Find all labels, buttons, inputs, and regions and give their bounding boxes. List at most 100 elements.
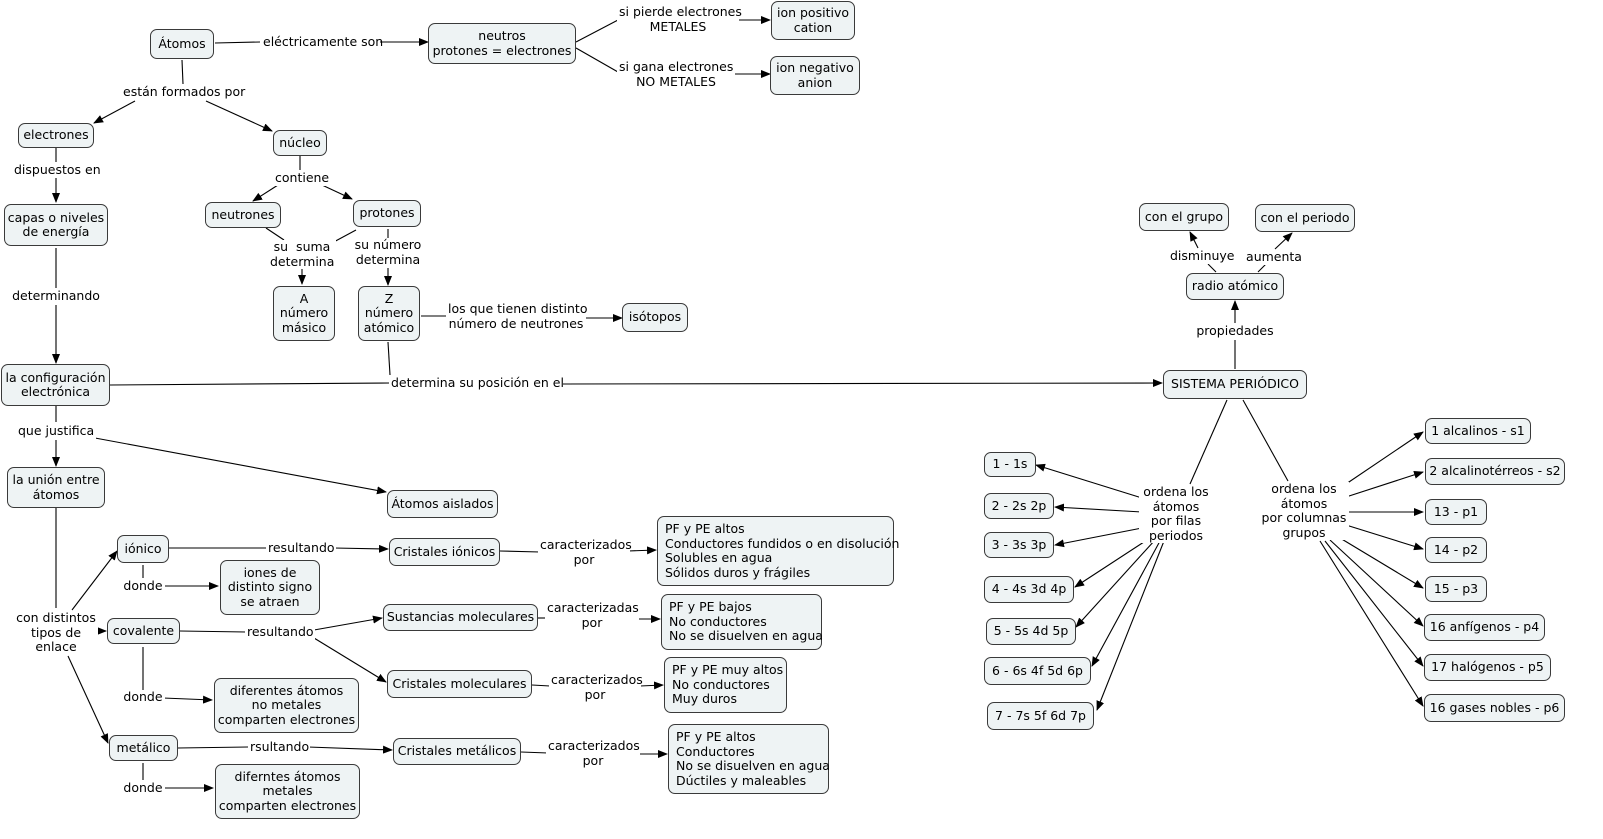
label-disminuye: disminuye [1168, 248, 1235, 264]
edge-filas-p1 [1035, 463, 1143, 499]
node-cristales-ionicos[interactable]: Cristales iónicos [389, 538, 500, 566]
node-z-atomico[interactable]: Z número atómico [358, 286, 420, 341]
edge-resultando-cristalesion [333, 544, 389, 553]
node-configuracion[interactable]: la configuración electrónica [1, 364, 110, 406]
node-grupo-15[interactable]: 15 - p3 [1425, 576, 1487, 602]
label-donde-met: donde [121, 780, 165, 796]
edge-radio-disminuye [1207, 263, 1217, 273]
edge-aumenta-periodo [1274, 232, 1293, 250]
edge-cristalesion-caract [499, 550, 541, 553]
node-ion-positivo[interactable]: ion positivo cation [771, 1, 855, 40]
label-resultando-cov: resultando [245, 624, 315, 640]
node-con-periodo[interactable]: con el periodo [1255, 204, 1355, 232]
node-protones[interactable]: protones [353, 200, 421, 227]
edge-tipos-metalico [67, 655, 109, 744]
edge-neutros-pierde [575, 19, 619, 43]
edge-columnas-g1 [1345, 431, 1424, 485]
edge-justifica-aislados [94, 437, 387, 495]
node-pf-sustancias[interactable]: PF y PE bajos No conductores No se disue… [661, 594, 823, 650]
label-propiedades: propiedades [1194, 323, 1276, 339]
edge-neutrones-suma [265, 227, 285, 241]
node-iones-signo[interactable]: iones de distinto signo se atraen [220, 560, 320, 615]
label-dispuestos: dispuestos en [12, 162, 101, 178]
node-diferentes-covalente[interactable]: diferentes átomos no metales comparten e… [214, 678, 359, 733]
edge-formados-electrones [93, 100, 136, 124]
label-donde-ionico: donde [121, 578, 165, 594]
node-con-grupo[interactable]: con el grupo [1139, 203, 1229, 231]
node-isotopos[interactable]: isótopos [622, 303, 688, 332]
edge-atomos-electricamente [214, 41, 261, 44]
node-sistema[interactable]: SISTEMA PERIÓDICO [1163, 370, 1307, 399]
node-periodo-2[interactable]: 2 - 2s 2p [984, 493, 1054, 519]
node-grupo-18[interactable]: 16 gases nobles - p6 [1424, 694, 1565, 722]
node-electrones[interactable]: electrones [18, 123, 94, 148]
node-periodo-3[interactable]: 3 - 3s 3p [984, 532, 1054, 558]
node-union[interactable]: la unión entre átomos [7, 467, 105, 508]
node-aislados[interactable]: Átomos aislados [387, 490, 498, 518]
edge-radio-aumenta [1257, 263, 1267, 273]
edge-caract-pfionicos [627, 546, 657, 555]
edge-determina-sistema [562, 379, 1163, 388]
node-grupo-14[interactable]: 14 - p2 [1425, 537, 1487, 563]
node-periodo-4[interactable]: 4 - 4s 3d 4p [984, 576, 1074, 603]
edge-donde-diferentes [162, 695, 213, 704]
label-caract-sustancias: caracterizadas por [545, 600, 639, 630]
label-su-numero: su número determina [352, 237, 424, 267]
edge-filas-p2 [1054, 503, 1143, 513]
label-contiene: contiene [273, 170, 330, 186]
node-neutros[interactable]: neutros protones = electrones [428, 23, 576, 64]
edge-columnas-g18 [1319, 540, 1424, 707]
node-grupo-13[interactable]: 13 - p1 [1425, 499, 1487, 525]
node-ion-negativo[interactable]: ion negativo anion [770, 56, 860, 95]
node-radio[interactable]: radio atómico [1186, 273, 1284, 300]
node-cristales-metalicos[interactable]: Cristales metálicos [393, 738, 521, 765]
node-pf-ionicos[interactable]: PF y PE altos Conductores fundidos o en … [657, 516, 899, 586]
label-aumenta: aumenta [1244, 249, 1304, 265]
node-atomos[interactable]: Átomos [150, 29, 214, 59]
node-neutrones[interactable]: neutrones [205, 202, 281, 228]
edge-resultando-sustancias [313, 615, 383, 631]
label-tipos-enlace: con distintos tipos de enlace [14, 610, 98, 655]
label-resultando-ionico: resultando [266, 540, 336, 556]
node-pf-metalicos[interactable]: PF y PE altos Conductores No se disuelve… [668, 724, 830, 794]
edge-columnas-g16 [1329, 539, 1424, 627]
edge-filas-p4 [1074, 537, 1151, 588]
edge-neutros-gana [575, 47, 619, 73]
edge-cristalesmet-caract [520, 751, 549, 754]
edge-atomos-formados [181, 59, 184, 85]
edge-columnas-g14 [1345, 524, 1424, 551]
node-periodo-5[interactable]: 5 - 5s 4d 5p [986, 618, 1076, 645]
node-periodo-6[interactable]: 6 - 6s 4f 5d 6p [984, 657, 1091, 685]
node-periodo-1[interactable]: 1 - 1s [984, 452, 1036, 477]
label-electricamente: eléctricamente son [261, 34, 384, 50]
label-gana: si gana electrones NO METALES [617, 59, 735, 89]
node-ionico[interactable]: iónico [117, 535, 169, 563]
edge-filas-p5 [1075, 539, 1156, 628]
node-grupo-16[interactable]: 16 anfígenos - p4 [1424, 614, 1545, 641]
edge-filas-p3 [1054, 527, 1143, 548]
label-formados: están formados por [121, 84, 246, 100]
node-periodo-7[interactable]: 7 - 7s 5f 6d 7p [987, 702, 1094, 730]
label-rsultando-met: rsultando [248, 739, 310, 755]
node-nucleo[interactable]: núcleo [273, 130, 327, 156]
node-diferentes-metalico[interactable]: diferntes átomos metales comparten elect… [215, 764, 360, 819]
edge-filas-p6 [1091, 540, 1161, 667]
node-grupo-17[interactable]: 17 halógenos - p5 [1424, 654, 1551, 681]
node-metalico[interactable]: metálico [109, 735, 178, 761]
node-grupo-2[interactable]: 2 alcalinotérreos - s2 [1425, 458, 1565, 485]
label-donde-cov: donde [121, 689, 165, 705]
label-distinto-neutrones: los que tienen distinto número de neutro… [446, 301, 588, 331]
node-pf-cristales-mol[interactable]: PF y PE muy altos No conductores Muy dur… [664, 657, 787, 713]
node-cristales-moleculares[interactable]: Cristales moleculares [387, 670, 532, 698]
edge-tipos-ionico [71, 550, 118, 611]
edge-covalente-resultando [179, 630, 247, 633]
node-covalente[interactable]: covalente [107, 618, 180, 644]
node-sustancias-moleculares[interactable]: Sustancias moleculares [383, 604, 538, 631]
node-capas[interactable]: capas o niveles de energía [4, 204, 108, 246]
label-caract-ionicos: caracterizados por [538, 537, 632, 567]
node-a-masico[interactable]: A número másico [273, 286, 335, 341]
node-grupo-1[interactable]: 1 alcalinos - s1 [1425, 418, 1531, 444]
edge-contiene-neutrones [252, 184, 279, 202]
edge-disminuye-grupo [1189, 231, 1199, 249]
